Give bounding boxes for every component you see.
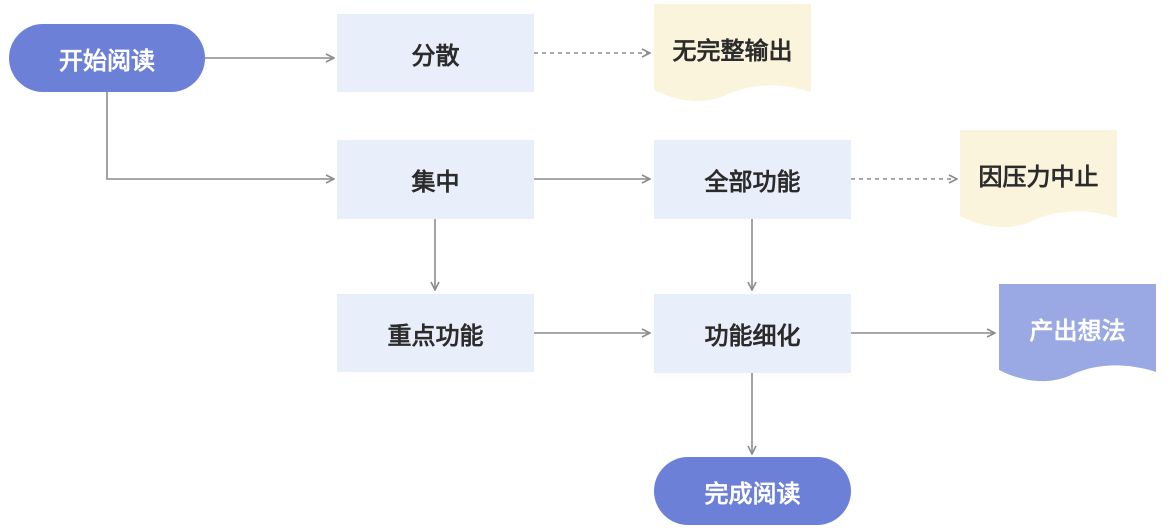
node-no-output: 无完整输出	[654, 4, 811, 102]
node-stop-label: 因压力中止	[978, 162, 1099, 191]
node-key-features-label: 重点功能	[387, 321, 484, 350]
node-refine-label: 功能细化	[704, 322, 801, 350]
edge-start-focus	[106, 92, 334, 179]
document-shape	[999, 284, 1156, 382]
node-finish-label: 完成阅读	[704, 479, 801, 508]
document-shape	[654, 4, 811, 102]
node-scatter: 分散	[337, 14, 534, 92]
node-no-output-label: 无完整输出	[672, 36, 793, 65]
node-scatter-label: 分散	[411, 41, 460, 70]
node-finish: 完成阅读	[654, 457, 851, 525]
node-start-label: 开始阅读	[59, 46, 155, 75]
node-stop: 因压力中止	[960, 130, 1117, 228]
node-all-features-label: 全部功能	[704, 168, 801, 196]
node-focus: 集中	[337, 140, 534, 219]
document-shape	[960, 130, 1117, 228]
node-refine: 功能细化	[654, 294, 851, 373]
node-ideas: 产出想法	[999, 284, 1156, 382]
node-focus-label: 集中	[411, 168, 460, 196]
node-all-features: 全部功能	[654, 140, 851, 219]
node-start: 开始阅读	[9, 24, 205, 92]
node-ideas-label: 产出想法	[1029, 316, 1126, 345]
node-key-features: 重点功能	[337, 294, 534, 372]
